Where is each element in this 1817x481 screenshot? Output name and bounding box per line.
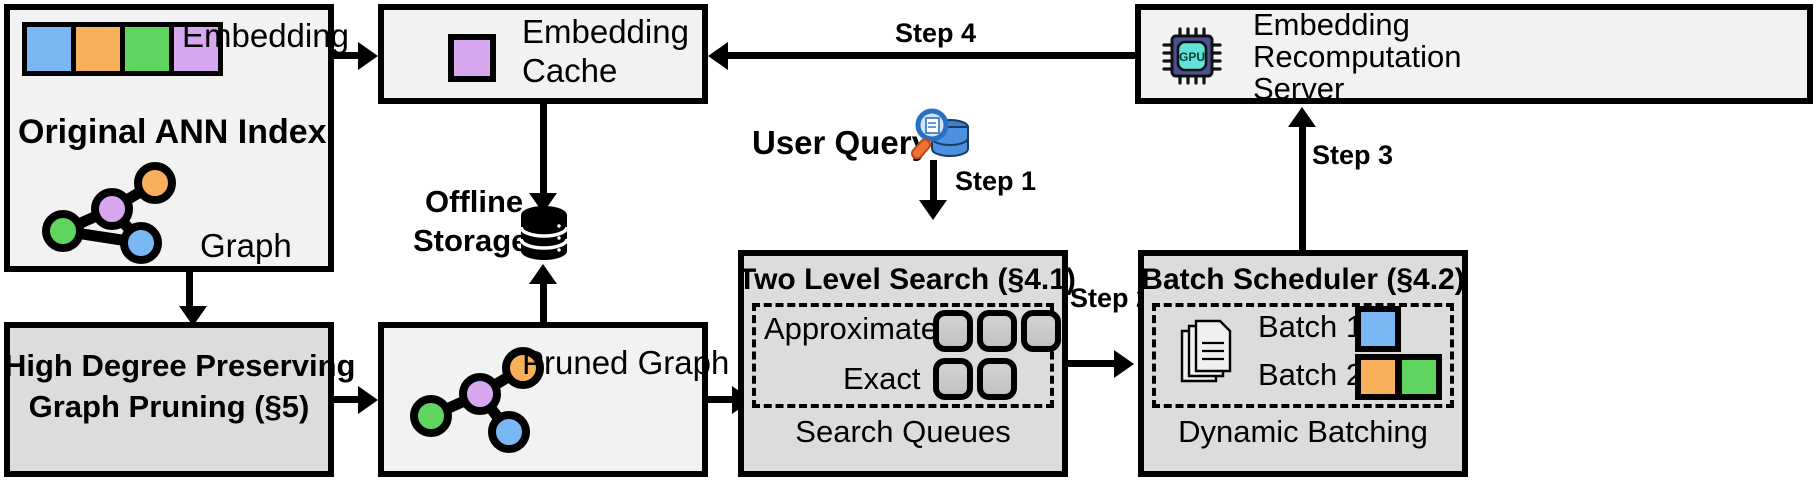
- step4-label: Step 4: [895, 18, 977, 48]
- batch-1-label: Batch 1: [1258, 309, 1364, 344]
- arrow-step3-line: [1299, 125, 1306, 250]
- embedding-cache-line2: Cache: [522, 52, 618, 89]
- embedding-cache-chip: [448, 34, 496, 82]
- pruned-graph-icon: [404, 347, 564, 453]
- arrow-pruning-to-pruned-line: [334, 396, 362, 403]
- arrow-pruned-to-storage-head: [529, 264, 557, 284]
- dynamic-batching-footer: Dynamic Batching: [1178, 414, 1428, 449]
- arrow-pruned-to-storage-line: [540, 282, 547, 322]
- embedding-cache-box: [378, 4, 708, 104]
- arrow-step2-head: [1114, 350, 1134, 378]
- graph-pruning-box: [4, 322, 334, 477]
- offline-storage-line1: Offline: [425, 184, 524, 219]
- arrow-cache-to-storage-line: [540, 104, 547, 199]
- batch-1-chip: [1355, 306, 1401, 352]
- recompute-server-box: [1135, 4, 1813, 104]
- user-query-label: User Query: [752, 124, 930, 161]
- arrow-step3-head: [1288, 107, 1316, 127]
- search-queues-footer: Search Queues: [795, 414, 1011, 449]
- approximate-row-label: Approximate: [764, 311, 939, 346]
- arrow-index-to-pruning-head: [179, 306, 207, 326]
- embedding-strip: [22, 22, 223, 76]
- svg-text:GPU: GPU: [1179, 50, 1205, 64]
- step1-label: Step 1: [955, 166, 1037, 196]
- step3-label: Step 3: [1312, 140, 1394, 170]
- batch-2-chip: [1396, 354, 1442, 400]
- batch-2-chip: [1355, 354, 1401, 400]
- graph-pruning-line2: Graph Pruning (§5): [28, 389, 310, 424]
- graph-label: Graph: [200, 227, 292, 264]
- database-icon: [518, 205, 570, 263]
- batch-scheduler-title: Batch Scheduler (§4.2): [1141, 263, 1465, 296]
- approximate-queue-cell[interactable]: [933, 310, 973, 352]
- arrow-index-to-pruning-line: [186, 272, 193, 310]
- recompute-server-line1: Embedding: [1253, 7, 1410, 42]
- arrow-pruned-to-search-line: [708, 396, 736, 403]
- arrow-index-to-cache-line: [334, 52, 362, 59]
- recompute-server-line3: Server: [1253, 71, 1345, 106]
- documents-icon: [1178, 317, 1234, 387]
- arrow-step4-head: [708, 42, 728, 70]
- exact-queue-cell[interactable]: [977, 358, 1017, 400]
- two-level-search-title: Two Level Search (§4.1): [738, 263, 1076, 296]
- arrow-step1-head: [919, 200, 947, 220]
- search-database-icon: [905, 105, 973, 167]
- recompute-server-line2: Recomputation: [1253, 39, 1462, 74]
- original-ann-index-title: Original ANN Index: [18, 113, 327, 151]
- arrow-step2-line: [1068, 360, 1120, 367]
- embedding-cache-line1: Embedding: [522, 13, 689, 50]
- original-graph-icon: [36, 162, 196, 265]
- arrow-pruning-to-pruned-head: [358, 386, 378, 414]
- dynamic-batching-dashed-region: [1152, 303, 1454, 408]
- arrow-step4-line: [725, 52, 1135, 59]
- arrow-index-to-cache-head: [358, 42, 378, 70]
- batch-2-label: Batch 2: [1258, 357, 1364, 392]
- gpu-chip-icon: GPU: [1160, 25, 1226, 87]
- offline-storage-line2: Storage: [413, 223, 529, 258]
- embedding-label: Embedding: [182, 17, 349, 54]
- approximate-queue-cell[interactable]: [1021, 310, 1061, 352]
- approximate-queue-cell[interactable]: [977, 310, 1017, 352]
- arrow-step1-line: [930, 160, 937, 205]
- exact-queue-cell[interactable]: [933, 358, 973, 400]
- search-queues-dashed-region: [752, 303, 1054, 408]
- graph-pruning-line1: High Degree Preserving: [4, 348, 356, 383]
- pruned-graph-label: Pruned Graph: [522, 344, 730, 381]
- exact-row-label: Exact: [843, 361, 921, 396]
